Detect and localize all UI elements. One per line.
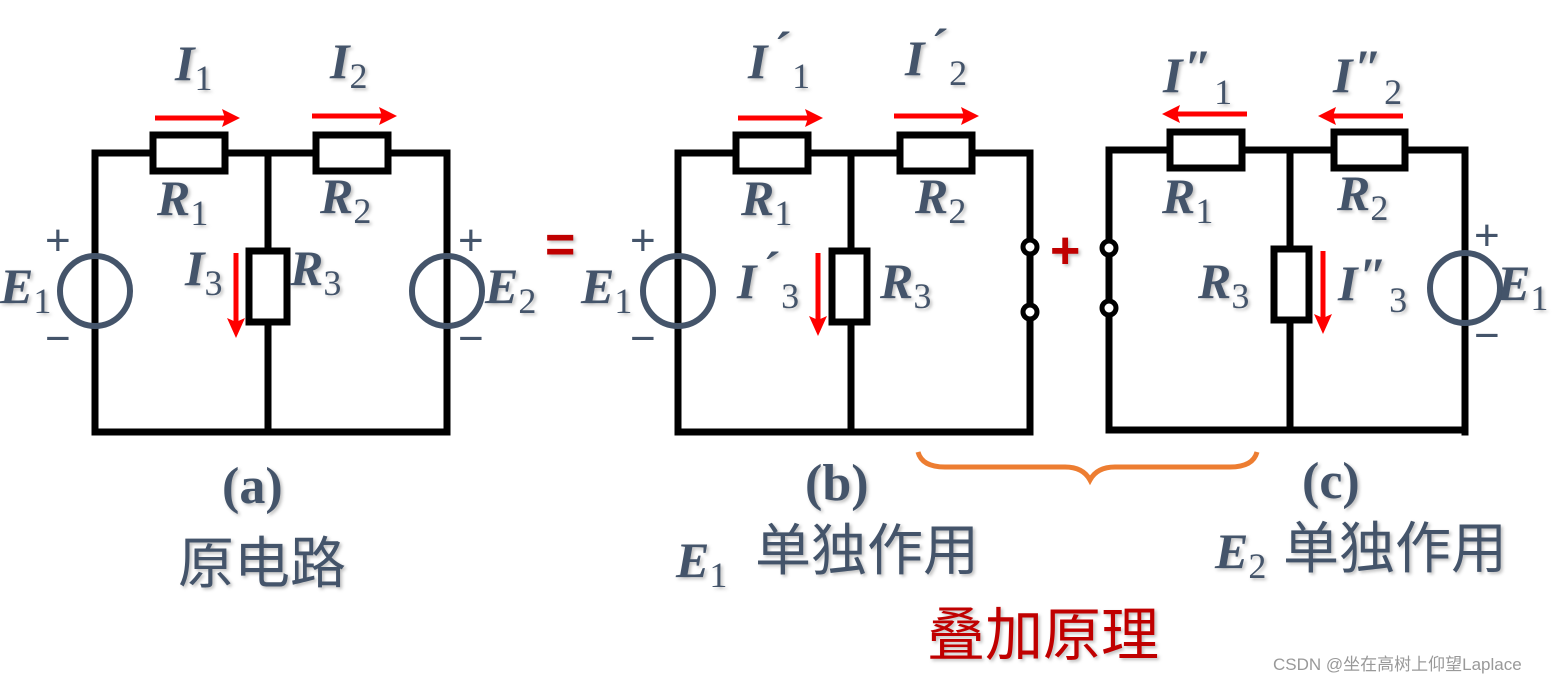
label-i3-prime: I´3 xyxy=(736,241,799,316)
e1-plus-sign: + xyxy=(45,216,71,265)
superposition-brace xyxy=(915,451,1260,486)
current-arrow-i1 xyxy=(155,109,240,127)
label-r1: R1 xyxy=(740,170,792,233)
resistor-r3 xyxy=(828,247,871,326)
e-plus-sign: + xyxy=(1474,211,1500,260)
label-r1: R1 xyxy=(156,170,208,233)
circuit-b: I´1 I´2 I´3 R1 R2 R3 E1 + − (b) E1 单独作用 xyxy=(580,18,1040,595)
voltage-source-e-icon xyxy=(1427,250,1503,326)
e1-plus-sign: + xyxy=(630,216,656,265)
description-b-source: E1 xyxy=(675,532,727,595)
e2-minus-sign: − xyxy=(458,314,484,363)
e1-minus-sign: − xyxy=(45,314,71,363)
label-i3-double-prime: I″3 xyxy=(1337,247,1407,320)
plus-operator: + xyxy=(1050,222,1080,280)
label-i1: I1 xyxy=(174,35,212,98)
description-b: 单独作用 xyxy=(755,519,979,584)
label-r2: R2 xyxy=(319,168,371,231)
current-arrow-i3-prime xyxy=(809,253,827,336)
current-arrow-i1-prime xyxy=(738,109,823,127)
current-arrow-i2-double-prime xyxy=(1318,107,1403,125)
open-terminal-bottom xyxy=(1099,298,1119,318)
e2-plus-sign: + xyxy=(458,216,484,265)
description-c: 单独作用 xyxy=(1283,517,1507,582)
circuit-a: I1 I2 I3 R1 R2 R3 E1 + − E2 + − (a) 原电路 xyxy=(0,33,536,597)
voltage-source-e1-icon xyxy=(57,253,133,329)
label-e1: E1 xyxy=(0,258,51,321)
circuit-c: I″1 I″2 I″3 R1 R2 R3 E1 + − (c) E2 单独作用 xyxy=(1099,39,1548,586)
resistor-r1 xyxy=(149,131,229,175)
caption-c: (c) xyxy=(1302,453,1360,510)
resistor-r1 xyxy=(732,131,812,175)
label-i3: I3 xyxy=(184,240,222,303)
label-r2: R2 xyxy=(1336,165,1388,228)
e-minus-sign: − xyxy=(1474,311,1500,360)
label-i1-double-prime: I″1 xyxy=(1162,39,1232,112)
resistor-r1 xyxy=(1166,128,1246,172)
open-terminal-bottom xyxy=(1020,302,1040,322)
voltage-source-e1-icon xyxy=(640,253,716,329)
equals-operator: = xyxy=(545,216,575,274)
open-terminal-top xyxy=(1020,237,1040,257)
resistor-r3 xyxy=(1270,245,1313,324)
resistor-r2 xyxy=(1330,128,1409,172)
label-r1: R1 xyxy=(1161,168,1213,231)
label-r3: R3 xyxy=(879,253,931,316)
voltage-source-e2-icon xyxy=(409,253,485,329)
label-r3: R3 xyxy=(1197,253,1249,316)
label-e-source: E1 xyxy=(1496,255,1548,318)
watermark: CSDN @坐在高树上仰望Laplace xyxy=(1273,655,1522,674)
description-c-source: E2 xyxy=(1214,523,1266,586)
resistor-r2 xyxy=(312,131,392,175)
description-a: 原电路 xyxy=(178,532,346,597)
current-arrow-i1-double-prime xyxy=(1162,105,1247,123)
open-terminal-top xyxy=(1099,238,1119,258)
caption-b: (b) xyxy=(805,455,869,512)
current-arrow-i2 xyxy=(312,107,397,125)
label-i1-prime: I´1 xyxy=(747,21,810,96)
current-arrow-i2-prime xyxy=(894,107,979,125)
label-r2: R2 xyxy=(914,168,966,231)
caption-a: (a) xyxy=(222,458,283,515)
label-r3: R3 xyxy=(289,240,341,303)
label-i2-double-prime: I″2 xyxy=(1332,39,1402,112)
label-e2: E2 xyxy=(484,258,536,321)
resistor-r2 xyxy=(896,131,976,175)
label-e1: E1 xyxy=(580,258,632,321)
resistor-r3 xyxy=(245,247,291,326)
principle-title: 叠加原理 xyxy=(927,601,1159,669)
label-i2-prime: I´2 xyxy=(904,18,967,93)
current-arrow-i3 xyxy=(227,253,245,338)
e1-minus-sign: − xyxy=(630,314,656,363)
label-i2: I2 xyxy=(329,33,367,96)
current-arrow-i3-double-prime xyxy=(1314,251,1332,334)
